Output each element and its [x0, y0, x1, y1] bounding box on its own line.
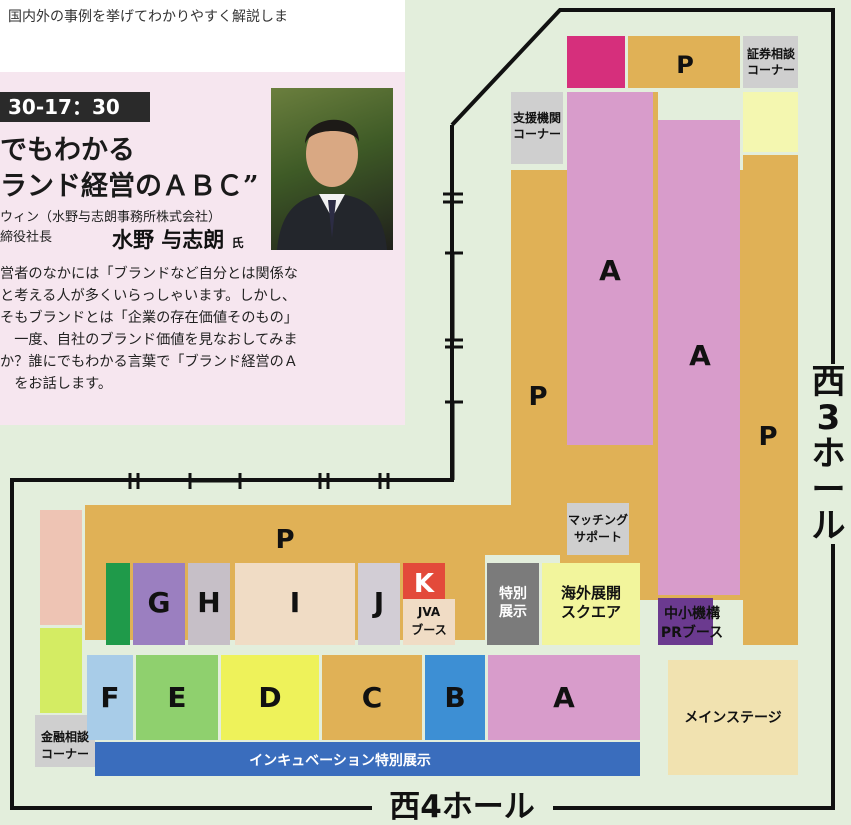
zone-label-i: I: [290, 586, 300, 619]
incubation-exhibit: [95, 742, 640, 776]
zone-label-a-left: A: [599, 254, 621, 287]
speaker-panel: 国内外の事例を挙げてわかりやすく解説しま 30-17：30 でもわかる ランド経…: [0, 0, 405, 425]
finance-label-2: コーナー: [41, 747, 89, 761]
sme-pr-booth: [658, 598, 713, 645]
support-label-1: 支援機関: [512, 110, 561, 125]
zone-label-j: J: [372, 586, 384, 619]
zone-c: [322, 655, 422, 740]
speaker-portrait-icon: [277, 119, 387, 250]
zone-a-right: [658, 120, 740, 595]
zone-f: [87, 655, 133, 740]
sme-label-2: PRブース: [661, 624, 723, 641]
hall-west3-char4: ー: [811, 470, 846, 510]
zone-label-a-right: A: [689, 339, 711, 372]
zone-k: [403, 563, 445, 599]
zone-g: [133, 563, 185, 645]
zone-label-p-bottom: P: [275, 525, 294, 555]
zone-j: [358, 563, 400, 645]
zone-label-h: H: [197, 586, 220, 619]
hall-outline-left: [10, 125, 454, 810]
overseas-label-1: 海外展開: [561, 584, 621, 602]
special-label-2: 展示: [499, 604, 527, 620]
hall-label-west3: 西 3 ホ ー ル: [806, 364, 851, 544]
zone-label-p-top: P: [676, 51, 694, 79]
hall-west3-char3: ホ: [811, 434, 846, 474]
overseas-label-2: スクエア: [561, 603, 621, 621]
zone-label-e: E: [167, 681, 186, 714]
zone-label-f: F: [100, 681, 119, 714]
finance-label-1: 金融相談: [40, 729, 90, 744]
jva-label-1: JVA: [417, 605, 441, 619]
zone-label-a-bottom: A: [553, 681, 575, 714]
zone-label-c: C: [362, 681, 383, 714]
hall-west3-char2: 3: [816, 398, 841, 438]
intro-text: 国内外の事例を挙げてわかりやすく解説しま: [8, 9, 288, 25]
yellow-booth-top: [743, 92, 798, 152]
hall-outline: [450, 8, 835, 810]
lime-booth: [40, 628, 82, 713]
speaker-name: 水野 与志朗 氏: [112, 224, 244, 254]
support-corner: [511, 92, 563, 164]
jva-label-2: ブース: [411, 622, 446, 637]
main-stage-label: メインステージ: [684, 710, 781, 726]
speaker-role: 締役社長: [0, 230, 53, 245]
zone-h: [188, 563, 230, 645]
securities-corner: [743, 36, 798, 88]
zone-label-d: D: [258, 681, 281, 714]
special-label-1: 特別: [499, 585, 527, 602]
talk-title-line1: でもわかる: [0, 135, 135, 166]
hall-west3-char5: ル: [811, 506, 846, 546]
speaker-description: 営者のなかには「ブランドなど自分とは関係な と考える人が多くいらっしゃいます。し…: [0, 266, 298, 392]
overseas-square: [542, 563, 640, 645]
sme-label-1: 中小機構: [664, 605, 720, 622]
zone-label-b: B: [444, 681, 465, 714]
green-stripe-booth: [106, 563, 130, 645]
matching-label-1: マッチング: [568, 512, 628, 527]
door-marker-icon: [128, 192, 463, 489]
speaker-honorific: 氏: [231, 236, 244, 250]
magenta-booth: [567, 36, 625, 88]
zone-e: [136, 655, 218, 740]
gap-top: [653, 92, 658, 445]
zone-a-left: [567, 92, 653, 445]
matching-label-2: サポート: [574, 529, 622, 544]
zone-label-g: G: [148, 586, 171, 619]
speaker-name-text: 水野 与志朗: [112, 228, 225, 252]
zone-b: [425, 655, 485, 740]
finance-corner: [35, 715, 95, 767]
hall-label-west4: 西4ホール: [372, 790, 552, 825]
zone-label-p-center: P: [528, 382, 547, 412]
zone-label-p-right: P: [758, 422, 777, 452]
main-stage: [668, 660, 798, 775]
zone-a-bottom: [488, 655, 640, 740]
support-label-2: コーナー: [513, 127, 561, 141]
p-area-right: [743, 155, 798, 645]
peach-booth: [40, 510, 82, 625]
time-badge: 30-17：30: [0, 92, 150, 122]
hall-west3-char1: 西: [811, 362, 846, 402]
speaker-organization: ウィン（水野与志朗事務所株式会社）: [0, 210, 222, 225]
zone-d: [221, 655, 319, 740]
securities-label-1: 証券相談: [747, 46, 796, 61]
matching-support: [567, 503, 629, 555]
zone-i: [235, 563, 355, 645]
special-exhibit: [487, 563, 539, 645]
intro-strip: 国内外の事例を挙げてわかりやすく解説しま: [0, 0, 405, 72]
jva-booth: [403, 599, 455, 645]
p-area-top: [628, 36, 740, 88]
zone-label-k: K: [414, 569, 435, 599]
incubation-label: インキュベーション特別展示: [249, 752, 431, 769]
speaker-photo: [271, 88, 393, 250]
securities-label-2: コーナー: [747, 63, 795, 77]
talk-title-line2: ランド経営のＡＢＣ”: [0, 171, 259, 202]
